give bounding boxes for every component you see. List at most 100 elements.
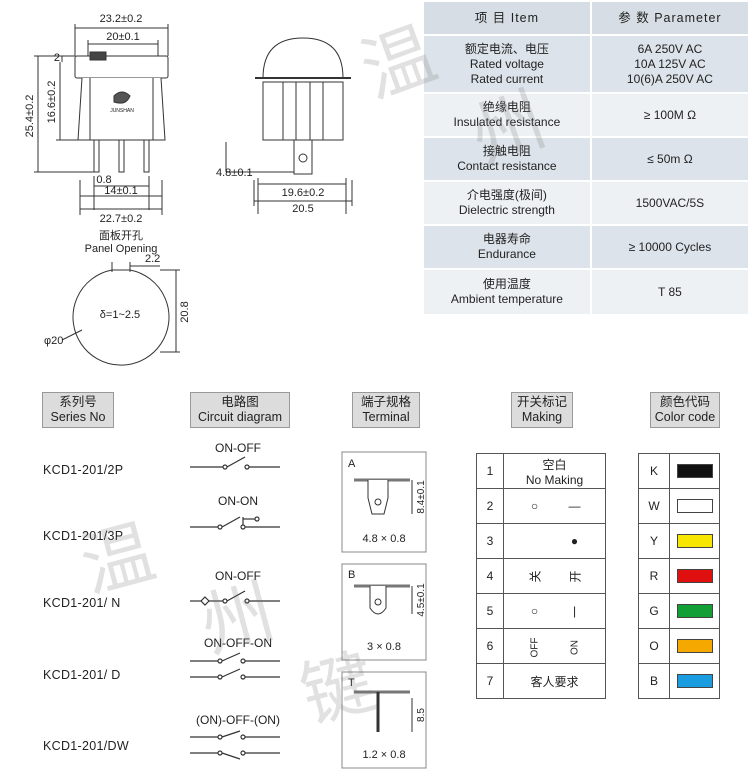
dim-0-8: 0.8	[96, 174, 111, 186]
dim-delta: δ=1~2.5	[100, 309, 140, 321]
circuit-on-off-2p	[190, 456, 280, 470]
spec-row-rated: 额定电流、电压 Rated voltage Rated current 6A 2…	[424, 35, 748, 94]
dim-25-4: 25.4±0.2	[24, 95, 36, 138]
spec-param: 1500VAC/5S	[590, 181, 748, 226]
circuit-label: (ON)-OFF-(ON)	[196, 713, 280, 727]
terminal-a-letter: A	[348, 458, 356, 470]
making-row: 5○|	[476, 593, 606, 629]
series-d: KCD1-201/ D	[43, 668, 121, 682]
spec-param: 10(6)A 250V AC	[626, 71, 713, 86]
dim-23-2: 23.2±0.2	[100, 13, 143, 25]
logo-text: JUNSHAN	[110, 108, 134, 114]
spec-item-en: Dielectric strength	[458, 203, 555, 217]
circuit-label: ON-OFF-ON	[204, 636, 272, 650]
terminal-t-size: 1.2 × 0.8	[362, 749, 405, 761]
making-row: 2○—	[476, 488, 606, 524]
circuit-mom-off-mom	[190, 730, 280, 760]
spec-item-cn: 接触电阻	[482, 144, 531, 158]
spec-item-cn: 使用温度	[482, 277, 531, 291]
spec-param: ≥ 100M Ω	[590, 93, 748, 138]
terminal-b-size: 3 × 0.8	[367, 641, 401, 653]
series-n: KCD1-201/ N	[43, 596, 121, 610]
dim-20-8: 20.8	[179, 301, 191, 322]
making-row: 3●	[476, 523, 606, 559]
circuit-label: ON-ON	[218, 494, 258, 508]
panel-opening-cn: 面板开孔	[99, 228, 143, 242]
circuit-label: ON-OFF	[215, 569, 261, 583]
color-row: O	[638, 628, 720, 664]
terminal-drawings: A 8.4±0.1 4.8 × 0.8 B 4.5±0.1 3 × 0.8 T …	[341, 451, 427, 769]
terminal-t-height: 8.5	[416, 708, 427, 722]
spec-table: 项 目 Item 参 数 Parameter 额定电流、电压 Rated vol…	[424, 2, 748, 316]
spec-param: 10A 125V AC	[634, 56, 706, 71]
circuit-label: ON-OFF	[215, 441, 261, 455]
spec-item-en: Ambient temperature	[450, 292, 563, 306]
spec-row-dielectric: 介电强度(极间)Dielectric strength 1500VAC/5S	[424, 181, 748, 226]
circuit-diagrams	[190, 456, 280, 760]
color-swatch	[676, 464, 713, 479]
spec-param: ≤ 50m Ω	[590, 137, 748, 182]
color-row: B	[638, 663, 720, 699]
terminal-a-height: 8.4±0.1	[416, 480, 427, 514]
terminal-b-letter: B	[348, 569, 355, 581]
spec-item-cn: 电器寿命	[482, 232, 531, 246]
circuit-on-off-n	[190, 590, 280, 606]
color-row: W	[638, 488, 720, 524]
dim-2: 2	[54, 52, 60, 64]
spec-item-en: Insulated resistance	[453, 115, 561, 129]
color-code-table: K W Y R G O B	[638, 453, 720, 699]
dim-phi20: φ20	[44, 335, 63, 347]
spec-param: 6A 250V AC	[637, 41, 703, 56]
color-swatch	[676, 674, 713, 689]
series-2p: KCD1-201/2P	[43, 463, 124, 477]
dim-14: 14±0.1	[104, 185, 138, 197]
dim-20-5: 20.5	[292, 203, 313, 215]
terminal-b-height: 4.5±0.1	[416, 583, 427, 617]
dim-2-2: 2.2	[145, 253, 160, 265]
color-row: G	[638, 593, 720, 629]
spec-param: T 85	[590, 269, 748, 316]
color-row: Y	[638, 523, 720, 559]
technical-drawing: 23.2±0.2 20±0.1 2 25.4±0.2 16.6±0.2 0.8 …	[24, 13, 353, 366]
spec-item-cn: 额定电流、电压	[464, 41, 549, 56]
spec-header-parameter: 参 数 Parameter	[590, 2, 748, 36]
color-row: R	[638, 558, 720, 594]
color-row: K	[638, 453, 720, 489]
circuit-on-on	[190, 516, 280, 530]
spec-item-en: Rated current	[470, 71, 544, 86]
spec-param: ≥ 10000 Cycles	[590, 225, 748, 270]
series-dw: KCD1-201/DW	[43, 739, 129, 753]
color-swatch	[676, 639, 713, 654]
panel-opening-en: Panel Opening	[85, 243, 158, 255]
spec-item-cn: 绝缘电阻	[482, 100, 531, 114]
circuit-on-off-on	[190, 652, 280, 680]
dim-4-8: 4.8±0.1	[216, 167, 253, 179]
terminal-a-size: 4.8 × 0.8	[362, 533, 405, 545]
spec-item-cn: 介电强度(极间)	[466, 188, 547, 202]
spec-header-row: 项 目 Item 参 数 Parameter	[424, 2, 748, 36]
dim-22-7: 22.7±0.2	[100, 213, 143, 225]
watermark-char: 温	[72, 508, 164, 609]
dim-19-6: 19.6±0.2	[282, 187, 325, 199]
color-swatch	[676, 569, 713, 584]
color-swatch	[676, 604, 713, 619]
spec-item-en: Rated voltage	[469, 56, 544, 71]
color-swatch	[676, 499, 713, 514]
dim-16-6: 16.6±0.2	[46, 81, 58, 124]
color-swatch	[676, 534, 713, 549]
dim-20: 20±0.1	[106, 31, 140, 43]
